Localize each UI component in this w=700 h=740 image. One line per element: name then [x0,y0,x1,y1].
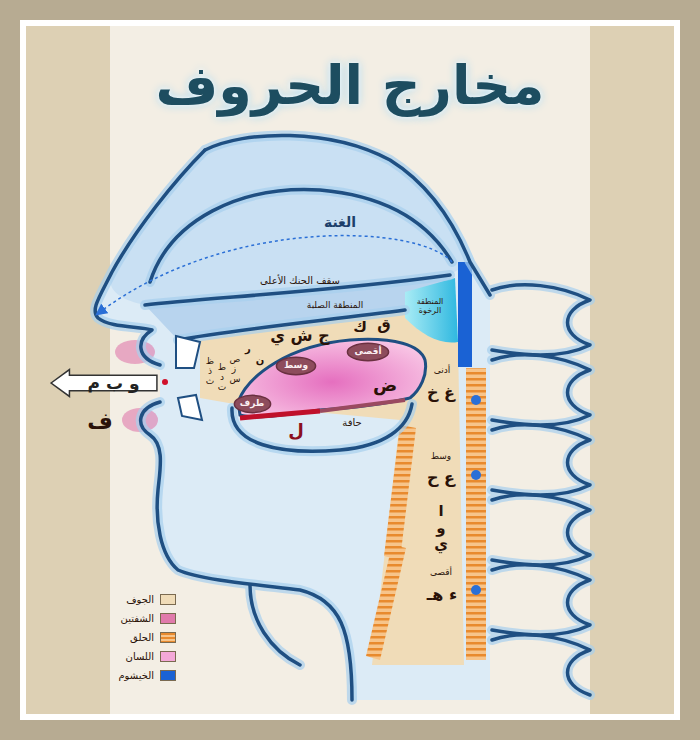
oval-fill [276,357,315,374]
organ-label: ك [353,318,367,336]
halq-band-lower [366,545,406,660]
head-ground [95,135,490,700]
organ-label: وسط [431,451,451,462]
oval-fill [347,343,388,360]
node-text: أقصى [355,347,382,357]
legend-text: الجوف [126,594,154,606]
ghunna-path [100,236,452,312]
legend-text: الشفتين [121,613,154,625]
organ-label: ف [87,409,113,435]
organ-label: ل [288,420,304,442]
node-text: وسط [284,361,308,371]
legend-swatch [160,632,176,643]
white-border [20,20,680,720]
node-text: طرف [240,399,265,409]
articulation-oval: وسط [276,357,316,375]
organ-label: حافة [342,417,361,429]
organ-label: ق [377,316,390,334]
halq-point [471,585,481,595]
organ-label: الغنة [324,214,356,231]
halq-band [466,368,486,660]
organ-label: ص ز س [230,355,239,385]
legend-swatch [160,651,176,662]
soft-palate [405,278,458,343]
legend-swatch [160,594,176,605]
node-text: و ب م [88,374,140,393]
oval-fill [234,395,270,412]
lower-tooth [178,395,202,420]
organ-label: أدنى [434,365,451,376]
legend-swatch [160,670,176,681]
organ-label: ا و ي [434,503,449,553]
exit-arrow: و ب م [50,369,158,397]
organ-label: ء هـ [427,585,457,604]
khayshum-band [458,262,472,367]
arrow-outline [51,370,157,397]
tongue-side-edge [320,400,405,411]
articulation-oval: أقصى [347,343,389,361]
halq-point [471,395,481,405]
organ-label: ن [256,355,265,367]
head-outline [95,135,590,700]
outline-glow [95,135,590,700]
halq-point [471,470,481,480]
organ-label: أقصى [430,567,452,578]
organ-label: ظ ذ ث [206,357,215,387]
legend-text: الخيشوم [118,670,154,682]
legend-swatch [160,613,176,624]
legend-text: الحلق [130,632,154,644]
halq-band-front [384,425,416,560]
organ-label: المنطقة الصلبة [307,300,363,311]
lip-point [162,379,168,385]
title-text: مخارج الحروف [155,54,544,119]
organ-label: ط د ت [218,363,227,393]
panel [26,26,674,714]
organ-label: غ خ [427,383,455,402]
organ-label: ج ش ي [270,326,329,345]
organ-label: سقف الحنك الأعلى [260,275,340,287]
articulation-oval: طرف [234,395,271,413]
upper-tooth [176,336,200,368]
organ-label: المنطقة الرخوة [408,297,452,315]
legend-text: اللسان [126,651,154,663]
organ-label: ع ح [427,468,455,487]
organ-label: ض [373,374,397,396]
organ-label: ر [245,343,251,355]
